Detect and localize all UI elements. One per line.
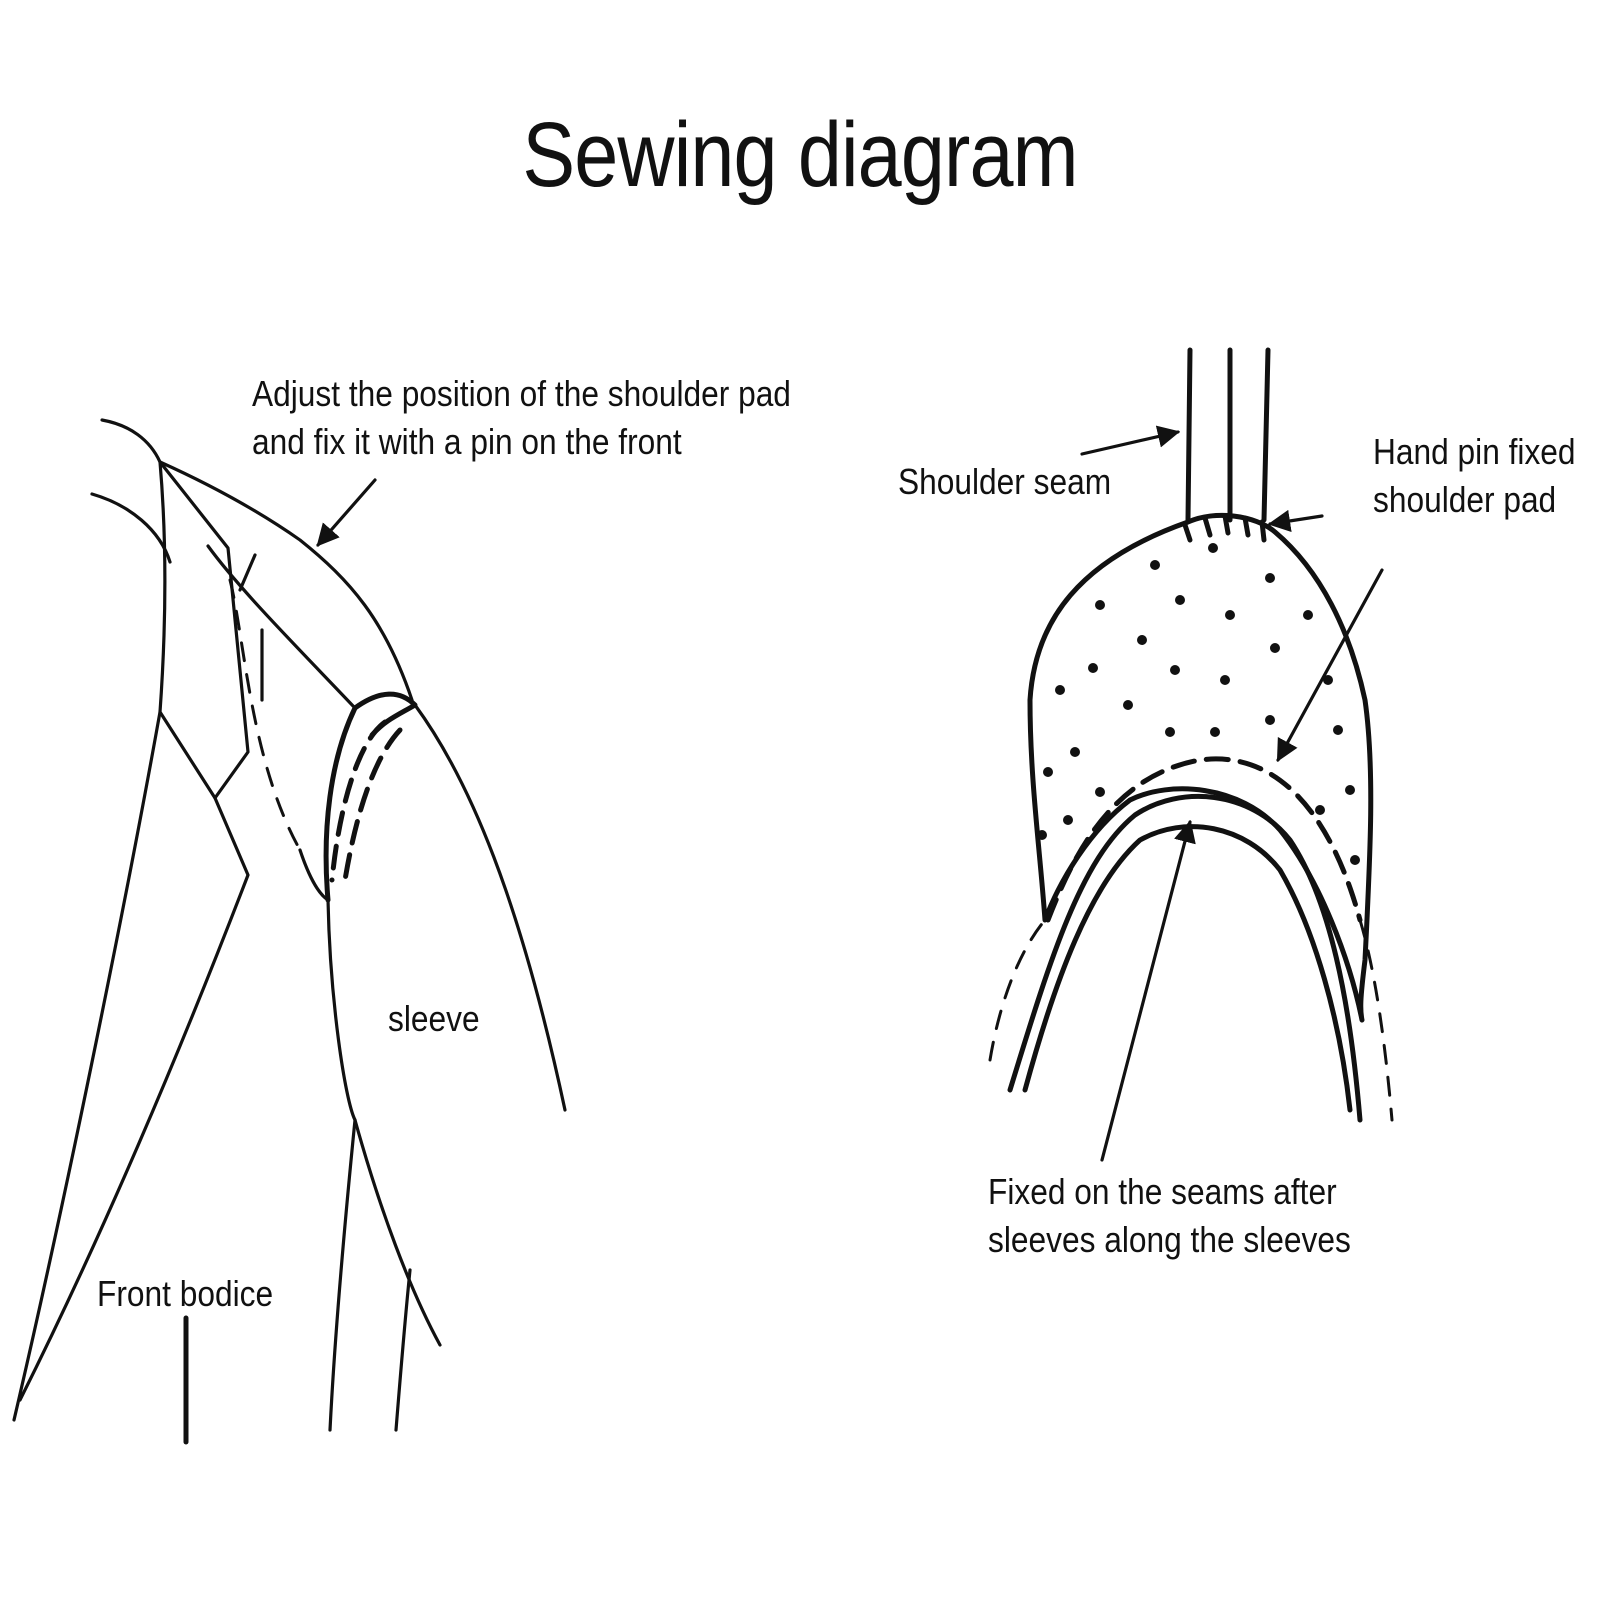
front-edge-line xyxy=(12,710,162,1422)
label-adjust-shoulder-pad: Adjust the position of the shoulder pad … xyxy=(252,370,791,466)
sleeve-dashed-right xyxy=(1358,918,1394,1122)
sleeve-seam-outer xyxy=(1007,794,1363,1123)
label-adjust-line-2: and fix it with a pin on the front xyxy=(252,421,682,462)
body-line-1 xyxy=(328,1118,357,1432)
label-adjust-line-1: Adjust the position of the shoulder pad xyxy=(252,373,791,414)
pad-outline xyxy=(1027,512,1374,1023)
shoulder-pad-drawing xyxy=(988,347,1394,1162)
diagram-title: Sewing diagram xyxy=(522,104,1078,206)
fixed-seam-arrow xyxy=(1100,819,1196,1162)
seam-line-1 xyxy=(1185,347,1193,523)
sleeve-cap-dash-1 xyxy=(329,719,388,883)
sleeve-dashed-left xyxy=(988,918,1047,1062)
sleeve-outer-line xyxy=(413,703,567,1112)
shoulder-pad-outline xyxy=(228,578,302,852)
body-line-2 xyxy=(394,1268,412,1432)
sleeve-cap xyxy=(352,691,418,738)
label-sleeve: sleeve xyxy=(388,998,480,1039)
label-hand-pin-line-1: Hand pin fixed xyxy=(1373,431,1576,472)
armhole-curve xyxy=(298,848,330,902)
lapel-line xyxy=(158,460,250,800)
label-fixed-line-2: sleeves along the sleeves xyxy=(988,1219,1351,1260)
label-front-bodice: Front bodice xyxy=(97,1273,274,1314)
neck-line xyxy=(90,492,172,564)
label-fixed-on-seams: Fixed on the seams after sleeves along t… xyxy=(988,1168,1351,1264)
sleeve-inner-line xyxy=(326,898,442,1347)
label-shoulder-seam: Shoulder seam xyxy=(898,461,1112,502)
label-hand-pin: Hand pin fixed shoulder pad xyxy=(1373,428,1576,524)
lapel-inner xyxy=(206,544,357,710)
jacket-shoulder-drawing xyxy=(12,418,567,1445)
pad-pointer-arrow xyxy=(1276,568,1384,762)
pad-dot-pattern xyxy=(1037,543,1360,865)
sleeve-cap-dash-2 xyxy=(342,727,403,883)
hand-pin-arrow xyxy=(1267,509,1324,533)
pin-mark xyxy=(238,553,264,702)
pad-dashed-seam xyxy=(1045,756,1363,923)
front-edge-inner xyxy=(18,796,250,1402)
sleeve-seam-inner xyxy=(1022,824,1353,1113)
top-stitch xyxy=(1182,513,1267,543)
label-fixed-line-1: Fixed on the seams after xyxy=(988,1171,1337,1212)
label-hand-pin-line-2: shoulder pad xyxy=(1373,479,1557,520)
adjust-arrow xyxy=(316,478,377,547)
shoulder-seam-arrow xyxy=(1080,425,1181,456)
collar-outer-line xyxy=(100,418,414,702)
seam-line-3 xyxy=(1261,347,1271,523)
armhole-seam xyxy=(323,705,358,903)
